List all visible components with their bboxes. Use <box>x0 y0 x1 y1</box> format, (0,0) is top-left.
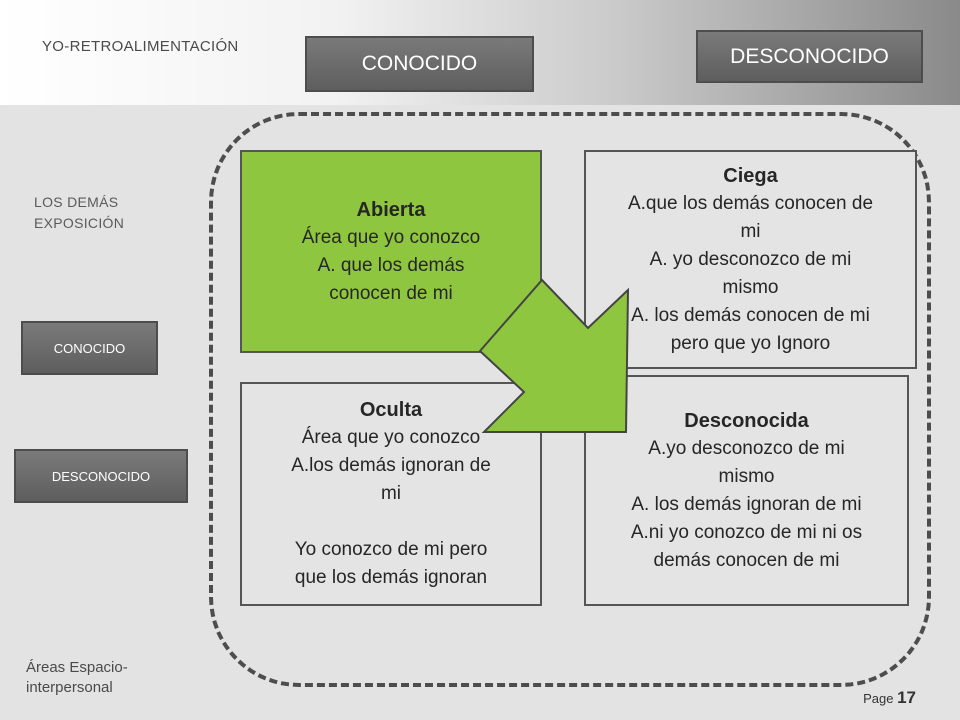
quadrant-hidden-line: Área que yo conozco <box>301 427 481 448</box>
quadrant-unknown-line: A.ni yo conozco de mi ni os <box>630 521 863 543</box>
header-known-box: CONOCIDO <box>305 36 534 92</box>
diagonal-arrow-icon <box>478 278 630 433</box>
quadrant-blind-line: mi <box>740 220 761 242</box>
arrow-shape <box>478 278 630 433</box>
side-known-box: CONOCIDO <box>21 321 158 375</box>
page-number: Page 17 <box>863 688 916 708</box>
quadrant-hidden-line: A.los demás ignoran de <box>291 455 491 476</box>
quadrant-open: Abierta Área que yo conozco A. que los d… <box>240 150 542 353</box>
areas-label-line1: Áreas Espacio- <box>26 659 128 676</box>
quadrant-hidden: Oculta Área que yo conozco A.los demás i… <box>240 382 542 606</box>
quadrant-blind-title: Ciega <box>723 164 778 187</box>
quadrant-unknown-line: A.yo desconozco de mi <box>648 437 845 459</box>
quadrant-unknown-line: A. los demás ignoran de mi <box>631 493 862 515</box>
quadrant-hidden-line: que los demás ignoran <box>294 567 488 588</box>
quadrant-unknown-line: demás conocen de mi <box>653 549 840 571</box>
quadrant-blind: Ciega A.que los demás conocen de mi A. y… <box>584 150 917 369</box>
others-exposure-line2: EXPOSICIÓN <box>34 215 125 231</box>
others-exposure-label: LOS DEMÁS EXPOSICIÓN <box>34 192 124 234</box>
areas-label: Áreas Espacio- interpersonal <box>26 658 128 698</box>
self-feedback-label: YO-RETROALIMENTACIÓN <box>42 38 239 55</box>
quadrant-open-line: A. que los demás <box>317 254 465 276</box>
side-unknown-box: DESCONOCIDO <box>14 449 188 503</box>
others-exposure-line1: LOS DEMÁS <box>34 194 119 210</box>
quadrant-unknown-title: Desconocida <box>684 409 809 432</box>
header-unknown-box: DESCONOCIDO <box>696 30 923 83</box>
quadrant-open-title: Abierta <box>356 198 426 221</box>
quadrant-hidden-title: Oculta <box>359 399 423 421</box>
quadrant-blind-line: A. los demás conocen de mi <box>631 304 870 326</box>
quadrant-open-line: conocen de mi <box>329 282 453 304</box>
areas-label-line2: interpersonal <box>26 679 113 696</box>
quadrant-blind-line: A.que los demás conocen de <box>627 192 874 214</box>
page-number-value: 17 <box>897 688 916 707</box>
interpersonal-space-outline <box>209 112 931 687</box>
quadrant-unknown-line: mismo <box>718 465 775 487</box>
quadrant-open-line: Área que yo conozco <box>301 226 481 248</box>
quadrant-blind-line: A. yo desconozco de mi <box>649 248 852 270</box>
quadrant-blind-line: mismo <box>722 276 779 298</box>
quadrant-unknown: Desconocida A.yo desconozco de mi mismo … <box>584 375 909 606</box>
quadrant-blind-line: pero que yo Ignoro <box>670 332 831 354</box>
quadrant-hidden-line: mi <box>380 483 402 504</box>
page-prefix: Page <box>863 691 894 706</box>
quadrant-hidden-line: Yo conozco de mi pero <box>294 539 488 560</box>
